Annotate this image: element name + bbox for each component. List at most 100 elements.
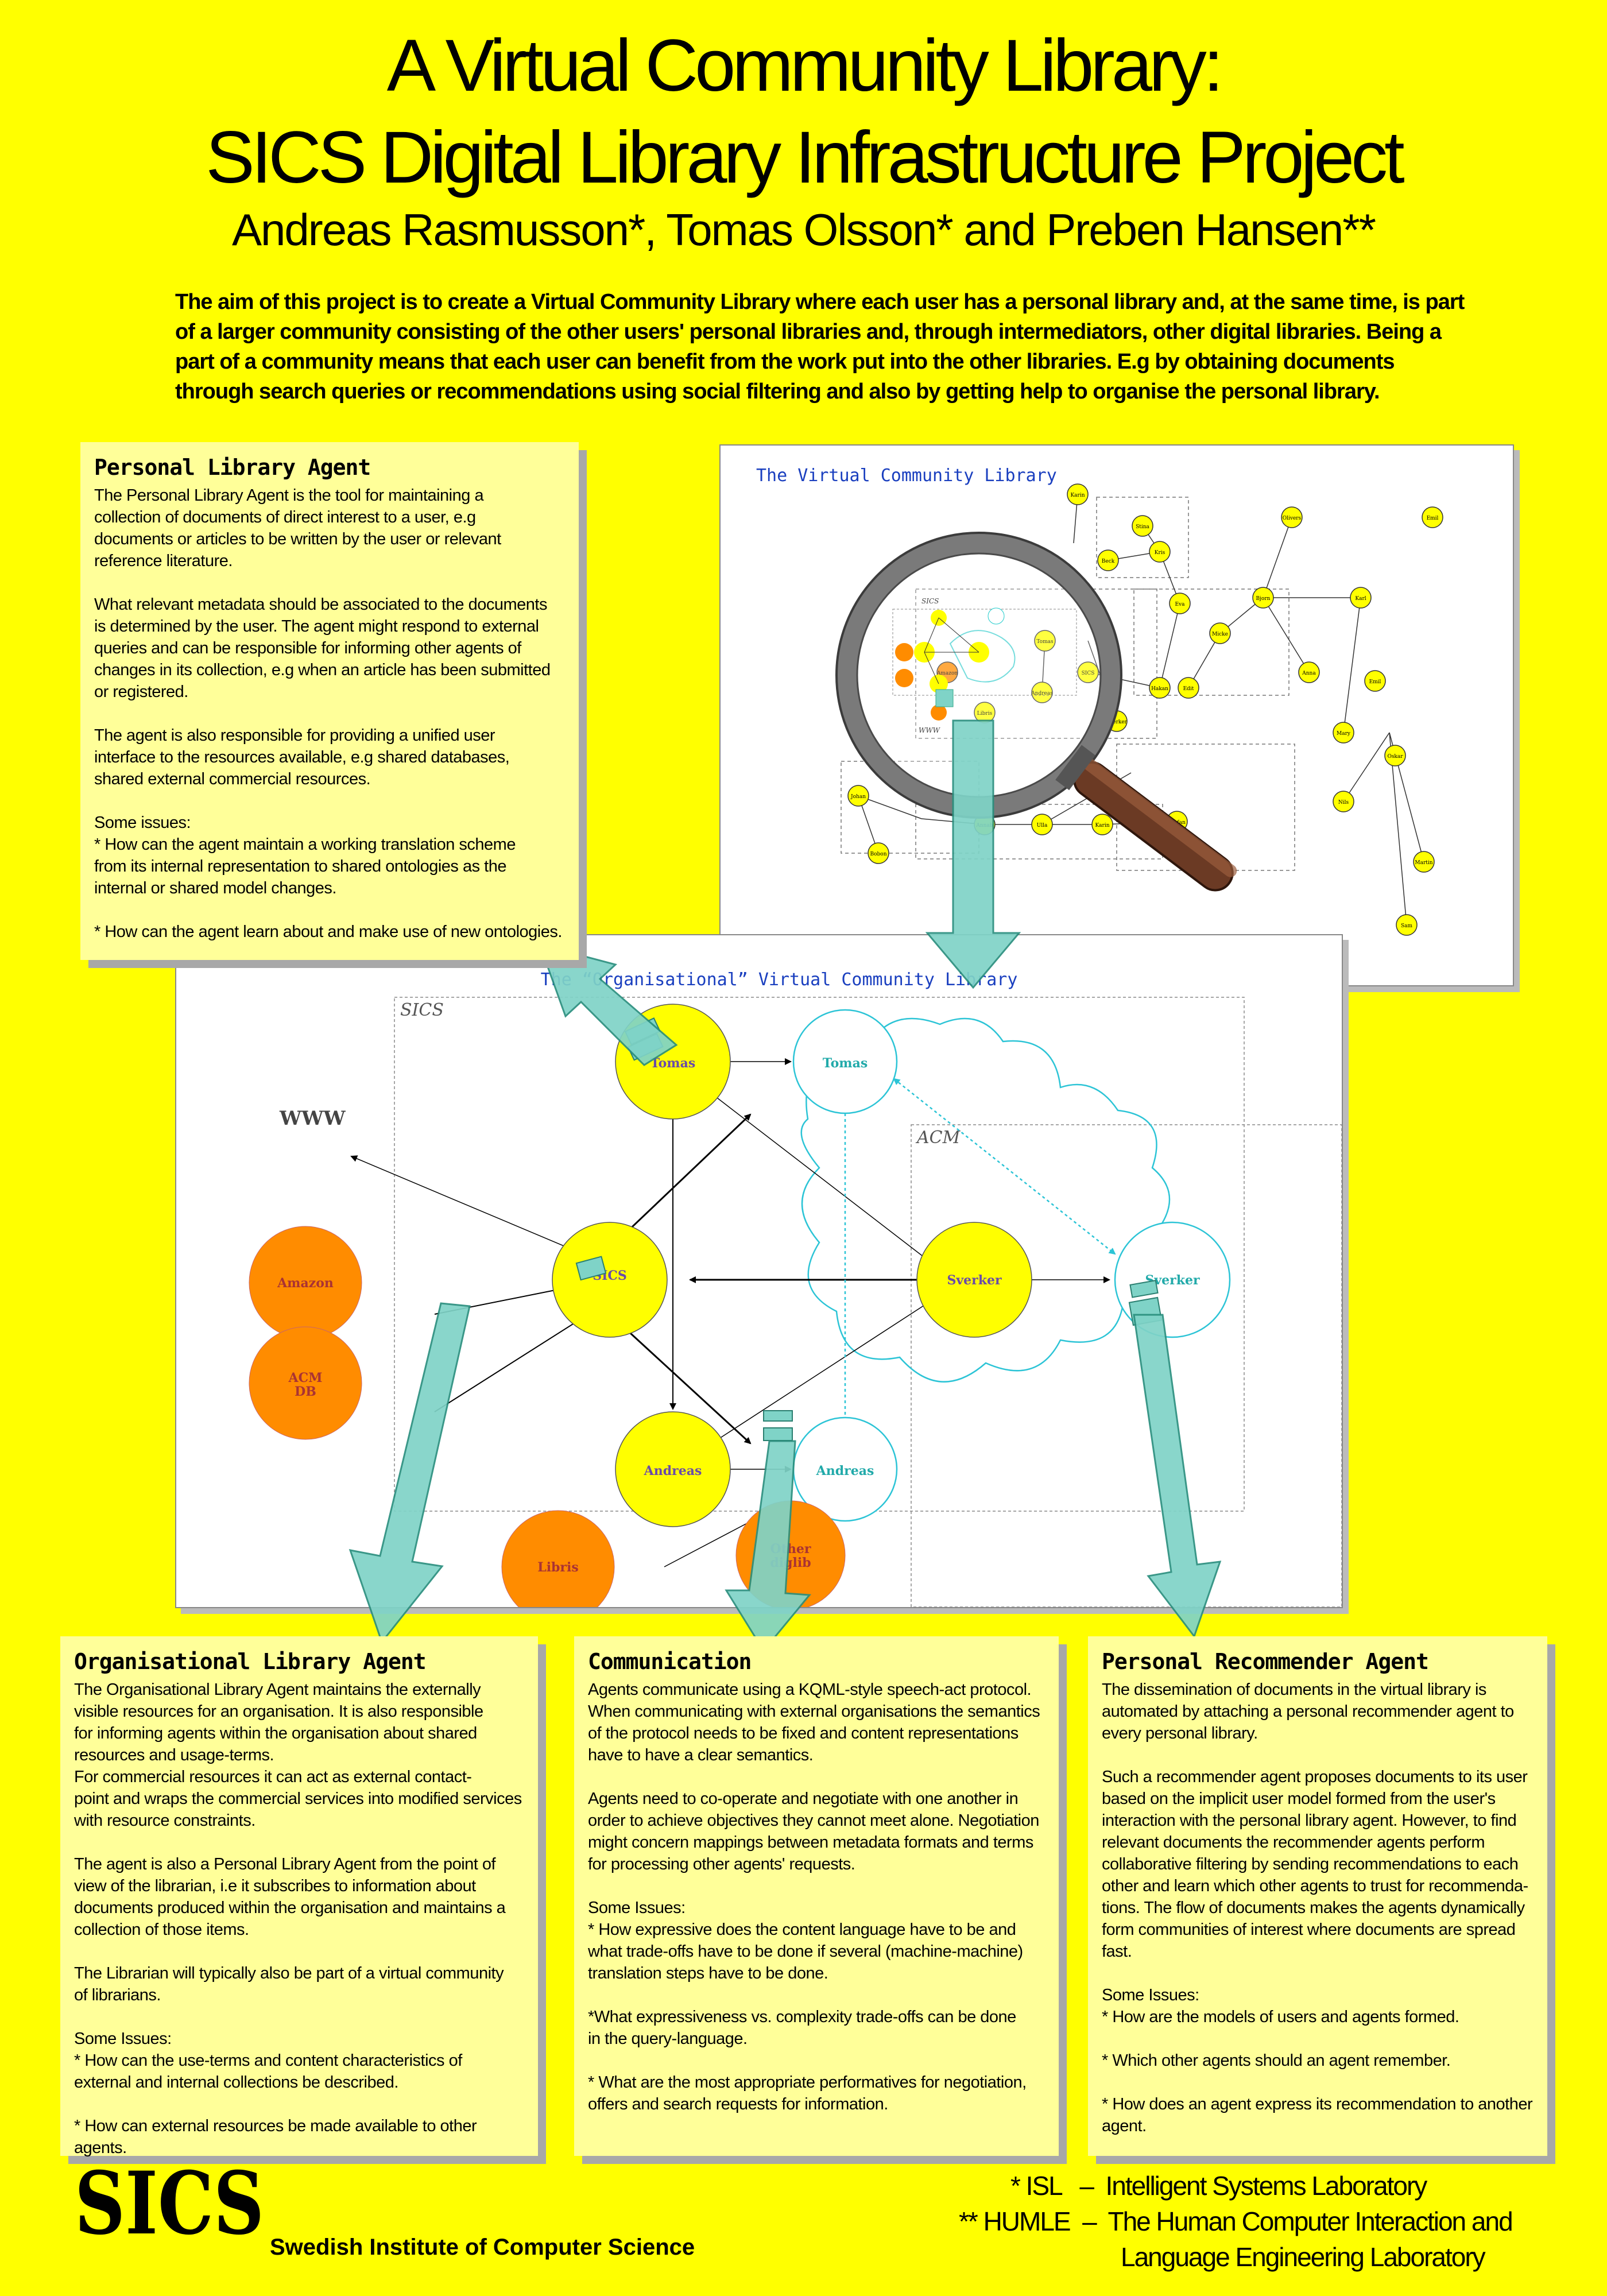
pra-paragraph: * How does an agent express its recommen… <box>1102 2095 1533 2135</box>
pra-paragraph: Some Issues: * How are the models of use… <box>1102 1986 1459 2026</box>
node-acm-db: ACM DB <box>249 1326 362 1440</box>
comm-paragraph: * What are the most appropriate performa… <box>588 2073 1027 2113</box>
svg-text:Andreas: Andreas <box>816 1463 874 1478</box>
vcl-region-label: SICS <box>921 597 939 605</box>
svg-text:Sverker: Sverker <box>1106 719 1128 725</box>
svg-text:Johan: Johan <box>850 794 866 800</box>
communication-heading: Communication <box>588 1649 752 1674</box>
institute-name: Swedish Institute of Computer Science <box>270 2235 695 2260</box>
comm-paragraph: Agents communicate using a KQML-style sp… <box>588 1681 1040 1764</box>
vcl-node: Hakan <box>1149 677 1171 699</box>
ola-paragraph: The Librarian will typically also be par… <box>74 1964 504 2004</box>
pla-paragraph: The Personal Library Agent is the tool f… <box>94 486 501 570</box>
personal-library-agent-box: Personal Library Agent The Personal Libr… <box>80 442 579 960</box>
svg-text:Emil: Emil <box>1369 679 1381 685</box>
region-acm-label: ACM <box>915 1128 961 1148</box>
vcl-node: Emil <box>1422 506 1443 528</box>
vcl-node: Oskar <box>1384 745 1406 766</box>
communication-box: Communication Agents communicate using a… <box>574 1636 1059 2156</box>
legend-humle: ** HUMLE – The Human Computer Interactio… <box>959 2206 1513 2236</box>
svg-text:ACM: ACM <box>288 1370 323 1385</box>
vcl-node: Stina <box>1132 515 1153 537</box>
vcl-node: Sam <box>1396 914 1418 936</box>
svg-text:Stina: Stina <box>1136 524 1149 530</box>
svg-text:Libris: Libris <box>537 1560 579 1575</box>
vcl-node: Eva <box>1169 593 1191 614</box>
poster-title-line1: A Virtual Community Library: <box>386 25 1224 107</box>
legend-humle-cont: Language Engineering Laboratory <box>1121 2242 1486 2272</box>
svg-text:Bjorn: Bjorn <box>1256 596 1271 602</box>
vcl-node: Olivers <box>1281 506 1303 528</box>
pra-paragraph: Such a recommender agent proposes docume… <box>1102 1768 1528 1961</box>
pra-paragraph: * Which other agents should an agent rem… <box>1102 2051 1451 2070</box>
svg-text:Sverker: Sverker <box>947 1273 1001 1288</box>
svg-text:Nils: Nils <box>1338 800 1349 806</box>
svg-text:Other: Other <box>770 1542 811 1557</box>
pra-paragraph: The dissemination of documents in the vi… <box>1102 1681 1514 1743</box>
vcl-diagram-title: The Virtual Community Library <box>756 466 1057 486</box>
svg-text:Karl: Karl <box>1355 596 1366 602</box>
ola-paragraph: * How can external resources be made ava… <box>74 2117 477 2157</box>
comm-paragraph: Some Issues: * How expressive does the c… <box>588 1899 1023 1983</box>
svg-text:Andreas: Andreas <box>1031 691 1053 696</box>
org-diagram-panel: The “Organisational” Virtual Community L… <box>175 934 1343 1624</box>
node-tomas-remote: Tomas <box>792 1009 898 1114</box>
vcl-node: Beck <box>1097 549 1119 571</box>
vcl-diagram: The Virtual Community Library KarinStina… <box>756 466 1443 936</box>
svg-text:DB: DB <box>295 1384 316 1399</box>
personal-recommender-agent-heading: Personal Recommender Agent <box>1102 1649 1429 1674</box>
vcl-node: SICS <box>1077 661 1099 683</box>
node-sverker: Sverker <box>916 1222 1032 1338</box>
vcl-node: Kris <box>1149 541 1171 563</box>
legend-isl: * ISL – Intelligent Systems Laboratory <box>1010 2171 1427 2201</box>
svg-text:Emil: Emil <box>1427 516 1439 521</box>
svg-text:Oskar: Oskar <box>1387 754 1403 760</box>
magnifier-icon <box>835 532 1237 892</box>
pla-paragraph: Some issues: * How can the agent maintai… <box>94 814 516 897</box>
svg-text:Beck: Beck <box>1102 559 1115 564</box>
vcl-node: Micke <box>1209 622 1231 644</box>
vcl-node: Andreas <box>1031 682 1053 703</box>
org-remote-edges <box>842 1078 1116 1427</box>
vcl-node: Karl <box>1350 587 1372 609</box>
www-label: WWW <box>279 1107 346 1130</box>
node-other-diglib: Other diglib <box>735 1500 846 1610</box>
svg-text:Kris: Kris <box>1155 550 1165 556</box>
vcl-node: Martin <box>1413 851 1435 873</box>
node-tomas: Tomas <box>615 1004 731 1120</box>
svg-text:Libris: Libris <box>977 711 993 717</box>
vcl-node: Tomas <box>1034 630 1056 652</box>
svg-text:Amazon: Amazon <box>277 1276 334 1291</box>
personal-recommender-agent-box: Personal Recommender Agent The dissemina… <box>1088 1636 1547 2156</box>
svg-text:Bobon: Bobon <box>870 851 886 857</box>
svg-text:Martin: Martin <box>1415 860 1432 866</box>
vcl-node: Ulla <box>1031 814 1053 835</box>
vcl-node: Anna <box>1298 661 1320 683</box>
svg-text:Anna: Anna <box>1302 671 1316 676</box>
svg-text:Tomas: Tomas <box>650 1056 695 1071</box>
organisational-library-agent-box: Organisational Library Agent The Organis… <box>60 1636 538 2157</box>
vcl-node: Karin <box>1091 814 1113 835</box>
poster-authors: Andreas Rasmusson*, Tomas Olsson* and Pr… <box>231 204 1376 255</box>
vcl-node: Edit <box>1178 677 1199 699</box>
vcl-node: Emil <box>1364 670 1386 692</box>
node-sics: SICS <box>552 1222 668 1338</box>
svg-text:diglib: diglib <box>770 1555 811 1570</box>
org-diagram: The “Organisational” Virtual Community L… <box>249 970 1342 1624</box>
svg-text:Olivers: Olivers <box>1283 516 1302 521</box>
comm-paragraph: Agents need to co-operate and negotiate … <box>588 1790 1039 1873</box>
node-andreas-remote: Andreas <box>792 1416 898 1522</box>
pla-paragraph: The agent is also responsible for provid… <box>94 726 510 788</box>
svg-text:Ulla: Ulla <box>1037 823 1048 828</box>
comm-paragraph: *What expressiveness vs. complexity trad… <box>588 2008 1016 2048</box>
vcl-node: Bobon <box>868 842 889 864</box>
organisational-library-agent-heading: Organisational Library Agent <box>74 1649 427 1674</box>
region-sics-label: SICS <box>400 1000 444 1020</box>
sics-logo: SICS <box>75 2167 264 2245</box>
svg-text:Mary: Mary <box>1337 731 1351 737</box>
vcl-node: Karin <box>1067 483 1089 505</box>
org-diagram-title: The “Organisational” Virtual Community L… <box>541 970 1018 990</box>
svg-text:Tomas: Tomas <box>823 1056 868 1071</box>
svg-text:Amazon: Amazon <box>936 671 958 676</box>
